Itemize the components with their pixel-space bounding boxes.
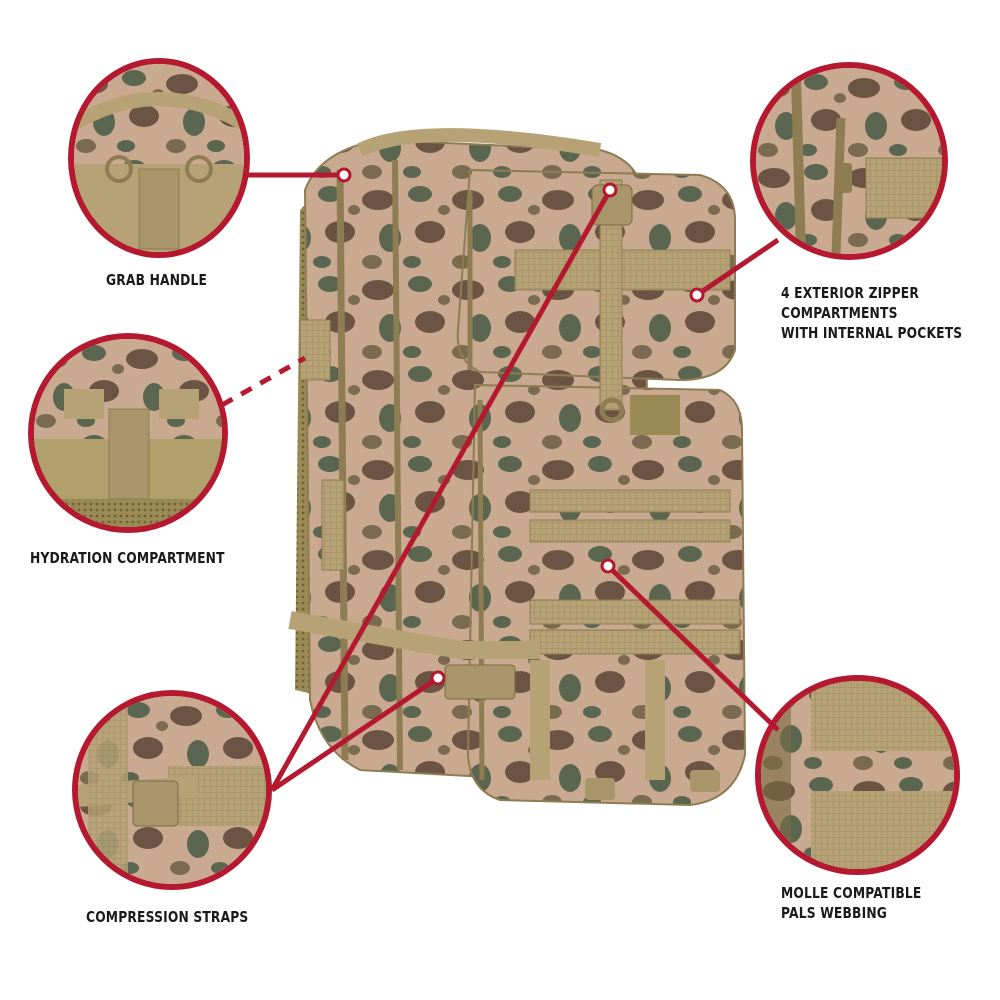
- label-hydration-compartment: HYDRATION COMPARTMENT: [30, 549, 225, 567]
- callout-compression-closeup: [72, 690, 272, 890]
- callout-grab-handle-closeup: [68, 58, 250, 258]
- label-grab-handle: GRAB HANDLE: [106, 271, 208, 289]
- label-zipper-line-1: 4 EXTERIOR ZIPPER: [781, 284, 919, 302]
- label-molle-line-2: PALS WEBBING: [781, 904, 888, 922]
- label-compression-straps: COMPRESSION STRAPS: [86, 908, 249, 926]
- label-molle-line-1: MOLLE COMPATIBLE: [781, 884, 922, 902]
- callout-molle-closeup: [755, 675, 960, 875]
- label-zipper-line-2: COMPARTMENTS: [781, 304, 898, 322]
- label-zipper-compartments: 4 EXTERIOR ZIPPER COMPARTMENTS WITH INTE…: [781, 283, 962, 343]
- label-molle-webbing: MOLLE COMPATIBLE PALS WEBBING: [781, 883, 921, 923]
- label-zipper-line-3: WITH INTERNAL POCKETS: [781, 324, 963, 342]
- callout-hydration-closeup: [28, 333, 228, 533]
- callout-zipper-closeup: [750, 62, 948, 260]
